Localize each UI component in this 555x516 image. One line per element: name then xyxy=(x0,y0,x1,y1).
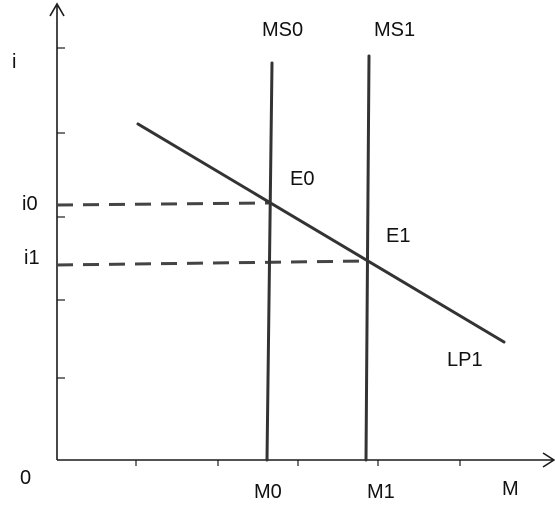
i0-guide-line xyxy=(56,201,271,207)
e0-label: E0 xyxy=(290,168,314,190)
lp1-curve xyxy=(136,122,506,344)
origin-label: 0 xyxy=(20,467,31,489)
y-axis-label: i xyxy=(12,51,16,73)
lp1-label: LP1 xyxy=(447,349,483,371)
i1-guide-line xyxy=(56,259,368,267)
m0-label: M0 xyxy=(254,481,282,503)
i0-label: i0 xyxy=(22,193,38,215)
ms1-curve xyxy=(364,54,371,462)
m1-label: M1 xyxy=(367,481,395,503)
x-axis-label: M xyxy=(502,478,519,500)
ms0-curve xyxy=(265,61,274,462)
y-axis-arrowhead xyxy=(49,2,65,17)
x-axis-ticks xyxy=(135,460,461,466)
ms1-label: MS1 xyxy=(374,19,415,41)
e1-label: E1 xyxy=(386,225,410,247)
i1-label: i1 xyxy=(24,247,40,269)
x-axis-arrowhead xyxy=(542,452,555,468)
ms0-label: MS0 xyxy=(262,19,303,41)
y-axis-ticks xyxy=(57,47,65,379)
